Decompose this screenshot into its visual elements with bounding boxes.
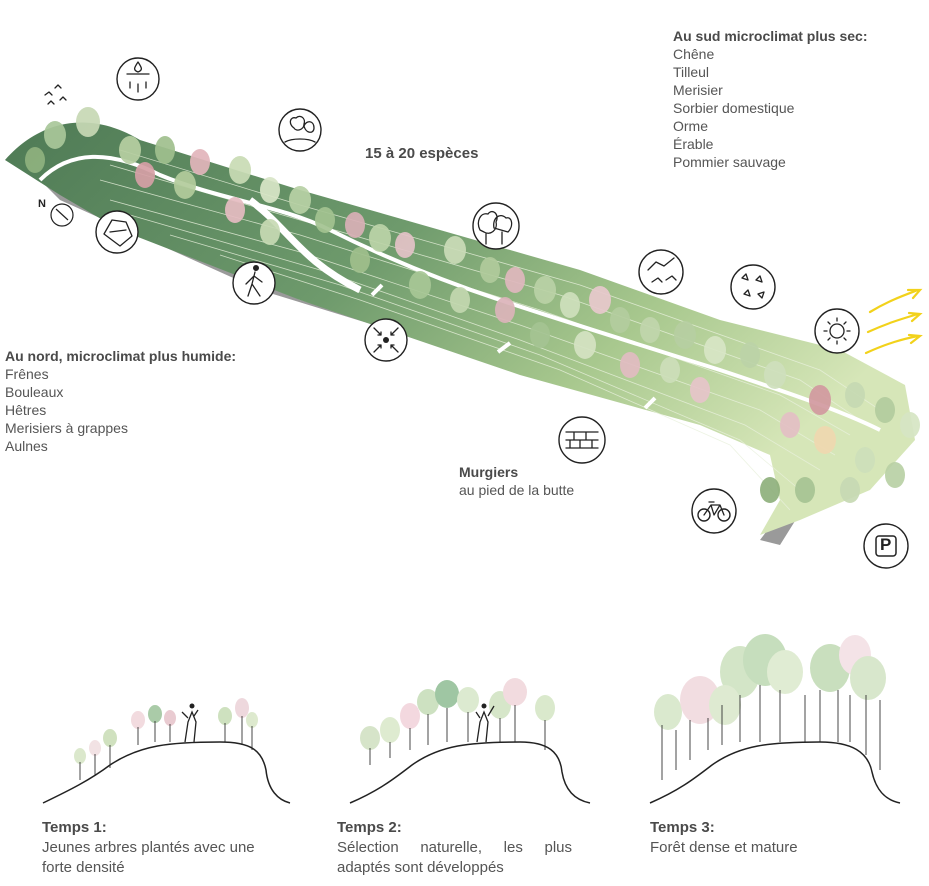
compass-label: N	[38, 198, 46, 210]
stage-3-title: Temps 3:	[650, 819, 715, 836]
murgiers-label: Murgiers au pied de la butte	[459, 463, 574, 499]
trees	[25, 107, 920, 503]
south-species-6: Érable	[673, 136, 714, 152]
plan-illustration	[5, 57, 923, 569]
south-species-5: Orme	[673, 118, 708, 134]
pedestrian-icon	[232, 261, 276, 305]
stage-2-caption: Temps 2: Sélection naturelle, les plus a…	[337, 818, 572, 878]
north-species-list: Au nord, microclimat plus humide: Frênes…	[5, 347, 236, 455]
south-species-list: Au sud microclimat plus sec: Chêne Tille…	[673, 27, 868, 171]
south-heading: Au sud microclimat plus sec:	[673, 28, 868, 44]
crossing-path	[247, 197, 362, 294]
bird-flock-icon	[44, 84, 67, 105]
parking-label: P	[880, 535, 892, 554]
stage-2-drawing	[349, 678, 591, 804]
stage-1-text: Jeunes arbres plantés avec une forte den…	[42, 839, 255, 876]
stage-2-text: Sélection naturelle, les plus adaptés so…	[337, 839, 572, 876]
water-drop-icon	[116, 57, 160, 101]
forest-icon	[472, 202, 520, 250]
butterflies-icon	[730, 264, 776, 310]
converge-arrows-icon	[364, 318, 408, 362]
species-count-label: 15 à 20 espèces	[365, 145, 479, 162]
north-heading: Au nord, microclimat plus humide:	[5, 348, 237, 364]
birds-icon	[638, 249, 684, 295]
walking-path	[38, 154, 881, 432]
murgiers-title: Murgiers	[459, 464, 519, 480]
compass	[50, 203, 74, 227]
north-species-2: Bouleaux	[5, 384, 64, 400]
south-species-1: Chêne	[673, 46, 715, 62]
stage-1-title: Temps 1:	[42, 819, 107, 836]
murgiers-subtitle: au pied de la butte	[459, 482, 575, 498]
stage-3-drawing	[649, 634, 901, 804]
stage-1-caption: Temps 1: Jeunes arbres plantés avec une …	[42, 818, 282, 878]
stage-3-text: Forêt dense et mature	[650, 839, 798, 856]
south-species-4: Sorbier domestique	[673, 100, 795, 116]
bicycle-icon	[691, 488, 737, 534]
sun-rays	[864, 288, 923, 355]
north-species-1: Frênes	[5, 366, 49, 382]
stage-3-caption: Temps 3: Forêt dense et mature	[650, 818, 890, 858]
parking-icon	[863, 523, 909, 569]
path-cuts	[370, 283, 657, 410]
soil-stone-icon	[95, 210, 139, 254]
stage-2-title: Temps 2:	[337, 819, 402, 836]
sun-icon	[814, 308, 860, 354]
north-species-4: Merisiers à grappes	[5, 420, 128, 436]
stone-wall-icon	[558, 416, 606, 464]
north-species-5: Aulnes	[5, 438, 48, 454]
trees-hill-icon	[278, 108, 322, 152]
south-species-3: Merisier	[673, 82, 723, 98]
north-species-3: Hêtres	[5, 402, 47, 418]
planted-mound	[5, 122, 915, 535]
stage-1-drawing	[42, 698, 291, 804]
south-species-2: Tilleul	[673, 64, 710, 80]
south-species-7: Pommier sauvage	[673, 154, 786, 170]
